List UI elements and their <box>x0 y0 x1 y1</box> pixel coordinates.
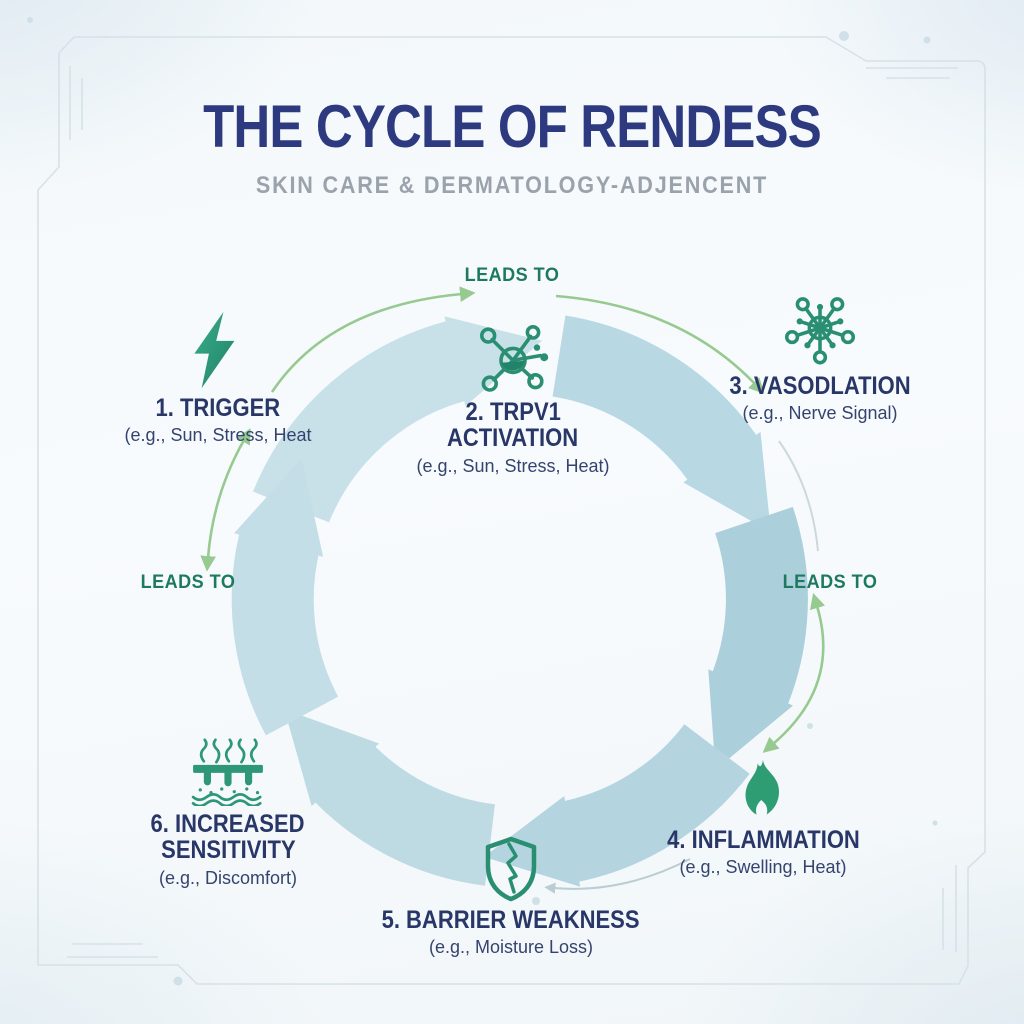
node-heading: 3. VASODLATION <box>729 372 911 400</box>
node-caption: (e.g., Sun, Stress, Heat <box>124 425 312 446</box>
cycle-node-barrier-weakness: 5. BARRIER WEAKNESS (e.g., Moisture Loss… <box>361 836 661 958</box>
page-subtitle: SKIN CARE & DERMATOLOGY-ADJENCENT <box>255 172 769 199</box>
page-title: THE CYCLE OF RENDESS <box>203 93 822 160</box>
node-caption: (e.g., Sun, Stress, Heat) <box>416 455 610 476</box>
node-heading: 5. BARRIER WEAKNESS <box>382 906 640 934</box>
ring-segment <box>551 315 771 533</box>
node-caption: (e.g., Nerve Signal) <box>742 403 898 424</box>
cycle-node-trigger: 1. TRIGGER (e.g., Sun, Stress, Heat <box>90 310 346 446</box>
node-caption: (e.g., Discomfort) <box>158 867 298 888</box>
cracked-shield-icon <box>485 836 537 902</box>
ring-segment <box>284 709 496 886</box>
leads-to-label-top: LEADS TO <box>464 265 560 286</box>
cycle-node-increased-sensitivity: 6. INCREASED SENSITIVITY (e.g., Discomfo… <box>102 738 354 889</box>
node-heading: ACTIVATION <box>447 424 579 453</box>
leads-to-label-left: LEADS TO <box>140 572 236 593</box>
node-caption: (e.g., Moisture Loss) <box>428 937 594 958</box>
ring-segment <box>231 458 339 736</box>
trpv1-receptor-icon <box>480 325 549 392</box>
ring-segment <box>483 723 750 887</box>
node-caption: (e.g., Swelling, Heat) <box>679 857 847 878</box>
vasodilation-nerve-icon <box>784 297 856 365</box>
cycle-node-inflammation: 4. INFLAMMATION (e.g., Swelling, Heat) <box>628 758 898 878</box>
leads-to-label-right: LEADS TO <box>782 572 878 593</box>
node-heading: SENSITIVITY <box>160 836 296 865</box>
corner-frame <box>37 36 986 985</box>
node-heading: 4. INFLAMMATION <box>666 826 860 854</box>
arc-right-double <box>762 592 826 753</box>
arc-top-to-vasodilation <box>555 294 765 394</box>
skin-sensitivity-icon <box>191 738 263 806</box>
green-connector-arcs <box>200 286 826 753</box>
ring-segment <box>708 506 808 770</box>
arc-trigger-to-top <box>270 286 476 393</box>
node-heading: 2. TRPV1 <box>465 398 561 426</box>
cycle-node-vasodilation: 3. VASODLATION (e.g., Nerve Signal) <box>690 288 950 424</box>
lightning-icon <box>194 311 235 389</box>
cycle-node-trpv1-activation: 2. TRPV1 ACTIVATION (e.g., Sun, Stress, … <box>381 322 645 477</box>
arc-left-double <box>200 428 251 572</box>
faint-connector-arcs <box>544 440 819 894</box>
flame-icon <box>745 759 779 815</box>
node-heading: 6. INCREASED <box>150 810 306 838</box>
node-heading: 1. TRIGGER <box>155 394 281 422</box>
